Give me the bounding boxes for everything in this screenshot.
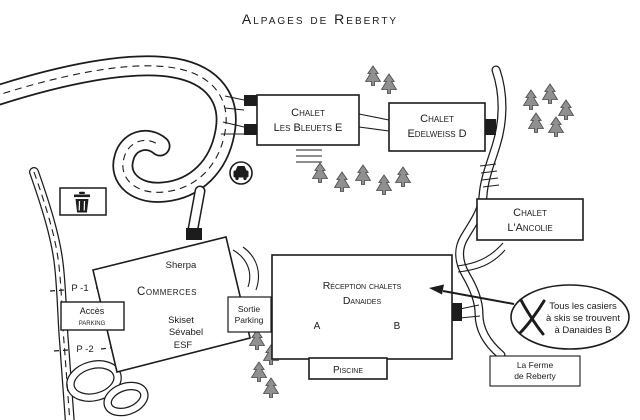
tree-icon (376, 174, 392, 195)
callout-line3: à Danaides B (554, 325, 611, 336)
chalet-bleuets-line1: Chalet (291, 107, 325, 119)
tree-icon (312, 162, 328, 183)
stairs-icon (479, 163, 500, 188)
building-ferme-reberty: La Ferme de Reberty (489, 355, 581, 387)
tree-icon (249, 329, 265, 350)
tree-icon (395, 166, 411, 187)
parking-level-1-label: P -1 (71, 283, 88, 294)
callout-line1: Tous les casiers (549, 301, 617, 312)
tree-icon (334, 171, 350, 192)
tree-icon (542, 83, 558, 104)
commerces-skiset-label: Skiset (168, 315, 194, 326)
car-icon (229, 161, 253, 185)
parking-level-2-label: P -2 (76, 344, 93, 355)
piscine-label: Piscine (333, 365, 363, 376)
chalet-ancolie-line1: Chalet (513, 207, 547, 219)
stairs-icon (296, 149, 322, 163)
building-chalet-les-bleuets: Chalet Les Bleuets E (256, 94, 360, 146)
danaides-line1: Réception chalets (323, 280, 402, 292)
tree-icon (548, 116, 564, 137)
tree-icon (251, 361, 267, 382)
commerces-sevabel-label: Sévabel (169, 327, 203, 338)
tree-icon (381, 73, 397, 94)
tree-icon (558, 99, 574, 120)
ski-lockers-callout: Tous les casiers à skis se trouvent à Da… (429, 284, 630, 350)
tree-icon (528, 112, 544, 133)
sortie-parking-sign: Sortie Parking (227, 296, 272, 333)
danaides-unit-a-label: A (314, 321, 321, 332)
building-chalet-ancolie: Chalet L'Ancolie (476, 198, 584, 241)
building-piscine: Piscine (308, 357, 388, 380)
commerces-sherpa-label: Sherpa (166, 260, 197, 271)
building-reception-danaides: Réception chalets Danaides A B (271, 254, 453, 360)
danaides-line2: Danaides (343, 295, 382, 307)
sortie-parking-line2: Parking (235, 315, 264, 325)
acces-parking-line1: Accès (80, 306, 105, 316)
crossed-skis-icon (518, 298, 546, 336)
trash-icon (74, 191, 90, 213)
ferme-line2: de Reberty (514, 371, 556, 381)
acces-parking-sign: Accès parking (60, 301, 125, 331)
tree-icon (355, 164, 371, 185)
sortie-parking-line1: Sortie (238, 304, 260, 314)
commerces-block: Sherpa Commerces Skiset Sévabel ESF (92, 236, 251, 373)
chalet-ancolie-line2: L'Ancolie (507, 222, 552, 234)
building-entrances (186, 95, 496, 321)
page-title: Alpages de Reberty (242, 11, 398, 27)
waste-point (59, 187, 107, 216)
tree-icon (365, 65, 381, 86)
callout-arrow (429, 284, 515, 305)
ferme-line1: La Ferme (517, 360, 554, 370)
commerces-esf-label: ESF (174, 340, 193, 351)
commerces-title: Commerces (137, 286, 197, 298)
acces-parking-line2: parking (79, 318, 106, 327)
callout-line2: à skis se trouvent (546, 313, 620, 324)
chalet-bleuets-line2: Les Bleuets E (274, 122, 343, 134)
chalet-edelweiss-line2: Edelweiss D (407, 128, 466, 140)
tree-icon (263, 377, 279, 398)
footpaths (221, 95, 506, 319)
danaides-unit-b-label: B (394, 321, 401, 332)
chalet-edelweiss-line1: Chalet (420, 113, 454, 125)
building-chalet-edelweiss: Chalet Edelweiss D (388, 102, 486, 152)
tree-icon (523, 89, 539, 110)
